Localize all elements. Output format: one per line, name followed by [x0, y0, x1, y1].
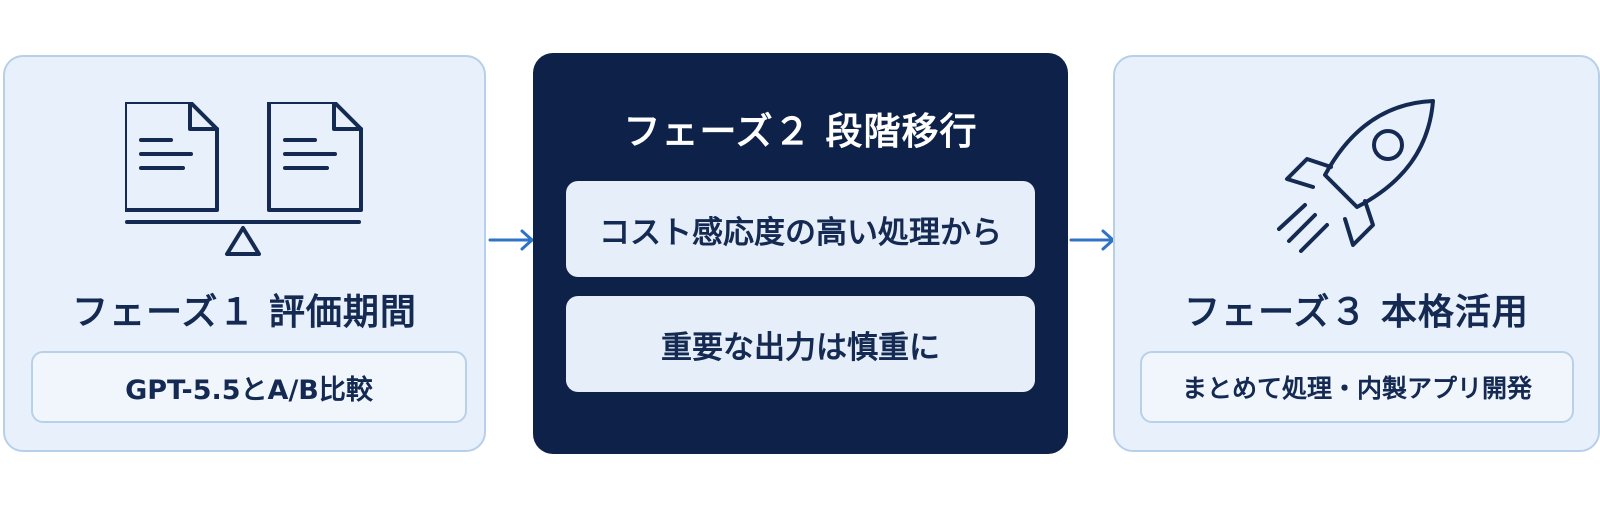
phase-2-card: フェーズ２ 段階移行 コスト感応度の高い処理から 重要な出力は慎重に	[533, 53, 1068, 454]
rocket-icon	[1277, 99, 1435, 253]
document-balance-icon	[125, 102, 363, 256]
phase-1-title: フェーズ１ 評価期間	[72, 292, 417, 333]
phase-2-step: 重要な出力は慎重に	[566, 296, 1035, 392]
phase-3-title: フェーズ３ 本格活用	[1184, 292, 1529, 333]
phase-2-title: フェーズ２ 段階移行	[623, 110, 978, 153]
phase-1-detail: GPT-5.5とA/B比較	[31, 351, 467, 423]
arrow-right-icon	[1069, 229, 1115, 251]
phase-3-card: フェーズ３ 本格活用 まとめて処理・内製アプリ開発	[1113, 55, 1600, 452]
arrow-right-icon	[488, 229, 534, 251]
phase-2-step: コスト感応度の高い処理から	[566, 181, 1035, 277]
phase-3-detail: まとめて処理・内製アプリ開発	[1140, 351, 1574, 423]
phase-1-card: フェーズ１ 評価期間 GPT-5.5とA/B比較	[3, 55, 486, 452]
